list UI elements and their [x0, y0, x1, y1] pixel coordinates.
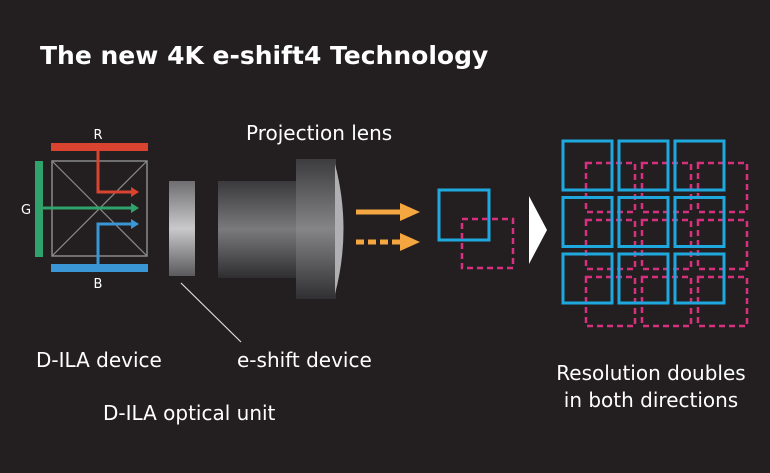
pixel-shifted — [460, 217, 515, 270]
blue-arrow-icon — [96, 222, 133, 264]
dila-device: R G B — [21, 128, 148, 292]
blue-panel — [51, 264, 148, 272]
original-pixel — [617, 139, 670, 192]
resolution-label-line1: Resolution doubles — [556, 361, 745, 385]
original-pixel — [617, 252, 670, 305]
original-pixel — [673, 252, 726, 305]
pixel-grid — [561, 139, 749, 328]
original-pixel — [673, 139, 726, 192]
green-panel — [35, 161, 43, 257]
red-panel — [51, 143, 148, 151]
result-triangle-icon — [529, 196, 547, 264]
optical-unit-label: D-ILA optical unit — [103, 401, 276, 425]
label-b: B — [94, 277, 103, 292]
original-pixel — [561, 196, 614, 248]
original-pixel — [561, 139, 614, 192]
eshift-plate — [169, 181, 195, 276]
original-pixel — [617, 196, 670, 248]
eshift-leader-line — [180, 282, 242, 343]
label-g: G — [21, 203, 31, 218]
page-title: The new 4K e-shift4 Technology — [40, 41, 488, 70]
eshift-device-label: e-shift device — [237, 348, 372, 372]
dila-device-label: D-ILA device — [36, 348, 162, 372]
projection-lens-label: Projection lens — [246, 121, 392, 145]
label-r: R — [93, 128, 102, 143]
original-pixel — [673, 196, 726, 248]
resolution-label-line2: in both directions — [564, 388, 738, 412]
light-arrows — [356, 203, 420, 251]
red-arrow-icon — [96, 151, 133, 194]
pixel-original — [437, 188, 491, 242]
projection-lens — [218, 159, 344, 299]
original-pixel — [561, 252, 614, 305]
